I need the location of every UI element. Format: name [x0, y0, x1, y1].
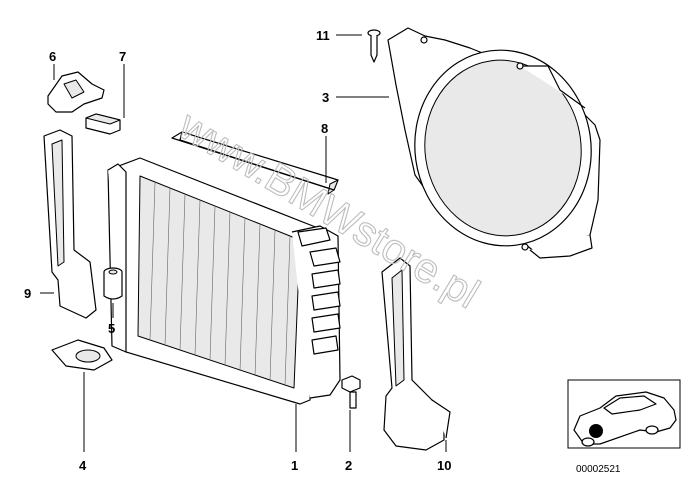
leader-lines — [40, 34, 447, 452]
left-air-duct-part[interactable] — [43, 129, 97, 319]
callout-7: 7 — [119, 49, 126, 64]
callout-6: 6 — [49, 49, 56, 64]
bolt-part[interactable] — [341, 375, 361, 409]
callout-4: 4 — [79, 458, 87, 473]
diagram-code: 00002521 — [576, 464, 621, 475]
right-air-duct-part[interactable] — [381, 257, 451, 451]
callout-2: 2 — [345, 458, 352, 473]
callout-3: 3 — [322, 90, 329, 105]
lower-mount-part[interactable] — [51, 339, 113, 371]
callout-9: 9 — [24, 286, 31, 301]
upper-bracket-part[interactable] — [47, 71, 105, 113]
fan-shroud-part[interactable] — [387, 27, 604, 259]
callout-10: 10 — [437, 458, 451, 473]
callout-8: 8 — [321, 121, 328, 136]
location-marker-icon — [589, 424, 603, 438]
radiator-core-fins — [149, 181, 291, 387]
clip-pin-part[interactable] — [367, 29, 381, 63]
callout-1: 1 — [291, 458, 298, 473]
seal-strip-part[interactable] — [171, 131, 339, 195]
locator-inset: 00002521 — [567, 379, 681, 475]
radiator-part[interactable] — [107, 157, 341, 405]
rubber-mount-part[interactable] — [85, 113, 121, 135]
rubber-bushing-part[interactable] — [103, 267, 123, 300]
callout-11: 11 — [316, 28, 330, 43]
callout-5: 5 — [108, 321, 115, 336]
